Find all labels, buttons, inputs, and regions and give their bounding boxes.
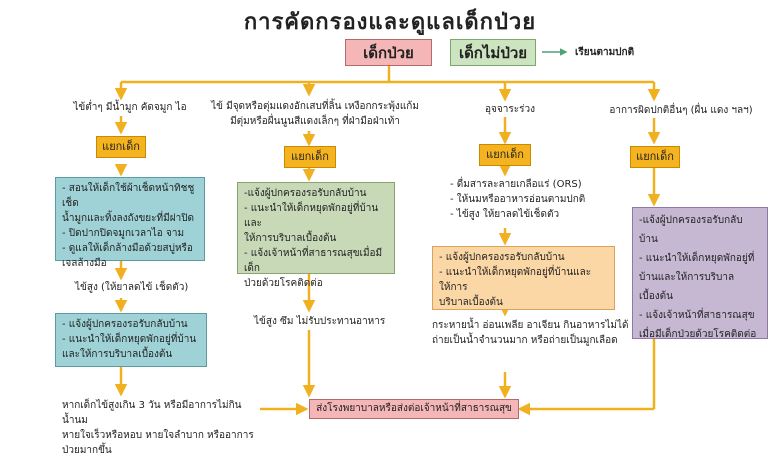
col1-care2-line: - แจ้งผู้ปกครองรอรับกลับบ้าน bbox=[62, 319, 188, 330]
col2-care-line: - แนะนำให้เด็กหยุดพักอยู่ที่บ้านและ bbox=[244, 203, 379, 229]
col2-care-line: ให้การบริบาลเบื้องต้น bbox=[244, 233, 337, 244]
col1-care2-line: - แนะนำให้เด็กหยุดพักอยู่ที่บ้าน bbox=[62, 334, 197, 345]
col1-severe-line: หากเด็กไข้สูงเกิน 3 วัน หรือมีอาการไม่กิ… bbox=[62, 400, 242, 426]
col4-care-line: เบื้องต้น bbox=[639, 291, 673, 302]
col4-care-line: -แจ้งผู้ปกครองรอรับกลับบ้าน bbox=[639, 215, 743, 245]
connector-lines bbox=[114, 48, 661, 416]
col4-separate: แยกเด็ก bbox=[630, 146, 680, 168]
col2-care-box: -แจ้งผู้ปกครองรอรับกลับบ้าน - แนะนำให้เด… bbox=[237, 182, 395, 289]
col3-care2-line: - แนะนำให้เด็กหยุดพักอยู่ที่บ้านและให้กา… bbox=[439, 267, 592, 293]
col1-severe: หากเด็กไข้สูงเกิน 3 วัน หรือมีอาการไม่กิ… bbox=[62, 398, 262, 458]
col1-separate: แยกเด็ก bbox=[96, 136, 146, 158]
not-sick-child-box: เด็กไม่ป่วย bbox=[450, 39, 536, 66]
col4-care-line: บ้านและให้การบริบาล bbox=[639, 272, 735, 283]
col4-care-line: - แนะนำให้เด็กหยุดพักอยู่ที่ bbox=[639, 253, 755, 264]
col3-separate: แยกเด็ก bbox=[479, 144, 531, 166]
col2-care-line: ป่วยด้วยโรคติดต่อ bbox=[244, 278, 323, 289]
col1-care-line: - ปิดปากปิดจมูกเวลาไอ จาม bbox=[62, 228, 185, 239]
col3-care2-box: - แจ้งผู้ปกครองรอรับกลับบ้าน - แนะนำให้เ… bbox=[432, 246, 615, 310]
col2-care-line: - แจ้งเจ้าหน้าที่สาธารณสุขเมื่อมีเด็ก bbox=[244, 248, 383, 274]
col1-care2-line: และให้การบริบาลเบื้องต้น bbox=[62, 349, 173, 360]
col1-fever: ไข้สูง (ให้ยาลดไข้ เช็ดตัว) bbox=[75, 282, 189, 293]
col1-care-line: - ดูแลให้เด็กล้างมือด้วยสบู่หรือ bbox=[62, 243, 193, 254]
col3-severe-line: ถ่ายเป็นน้ำจำนวนมาก หรือถ่ายเป็นมูกเลือด bbox=[432, 335, 618, 346]
col4-care-line: เมื่อมีเด็กป่วยด้วยโรคติดต่อ bbox=[639, 329, 757, 340]
col4-care-line: - แจ้งเจ้าหน้าที่สาธารณสุข bbox=[639, 310, 755, 321]
col3-care-line: - ไข้สูง ให้ยาลดไข้เช็ดตัว bbox=[450, 209, 560, 220]
col1-care-line: น้ำมูกและทิ้งลงถังขยะที่มีฝาปิด bbox=[62, 213, 195, 224]
col3-care2-line: บริบาลเบื้องต้น bbox=[439, 297, 503, 308]
col3-care: - ดื่มสารละลายเกลือแร่ (ORS) - ให้นมหรือ… bbox=[450, 177, 610, 222]
col3-care-line: - ให้นมหรืออาหารอ่อนตามปกติ bbox=[450, 194, 586, 205]
col3-symptom: อุจจาระร่วง bbox=[485, 104, 535, 115]
col4-care-box: -แจ้งผู้ปกครองรอรับกลับบ้าน - แนะนำให้เด… bbox=[632, 207, 768, 340]
col1-care2-box: - แจ้งผู้ปกครองรอรับกลับบ้าน - แนะนำให้เ… bbox=[55, 313, 207, 367]
col1-severe-line: หายใจเร็วหรือหอบ หายใจลำบาก หรืออาการป่ว… bbox=[62, 430, 254, 456]
not-sick-result: เรียนตามปกติ bbox=[575, 47, 635, 58]
col1-care-line: - สอนให้เด็กใช้ผ้าเช็ดหน้าทิชชูเช็ด bbox=[62, 183, 195, 209]
col3-care-line: - ดื่มสารละลายเกลือแร่ (ORS) bbox=[450, 179, 582, 190]
col3-severe-line: กระหายน้ำ อ่อนเพลีย อาเจียน กินอาหารไม่ไ… bbox=[432, 320, 629, 331]
col4-symptom: อาการผิดปกติอื่นๆ (ผื่น แดง ฯลฯ) bbox=[609, 105, 753, 116]
sick-child-box: เด็กป่วย bbox=[345, 39, 432, 66]
col3-care2-line: - แจ้งผู้ปกครองรอรับกลับบ้าน bbox=[439, 252, 565, 263]
col2-symptom-line: มีตุ่มหรือผื่นนูนสีแดงเล็กๆ ที่ฝ่ามือฝ่า… bbox=[230, 116, 400, 127]
col2-symptom: ไข้ มีจุดหรือตุ่มแดงอักเสบที่ลิ้น เหงือก… bbox=[210, 99, 420, 129]
referral-box: ส่งโรงพยาบาลหรือส่งต่อเจ้าหน้าที่สาธารณส… bbox=[309, 399, 519, 419]
col1-care-box: - สอนให้เด็กใช้ผ้าเช็ดหน้าทิชชูเช็ด น้ำม… bbox=[55, 177, 205, 269]
col3-severe: กระหายน้ำ อ่อนเพลีย อาเจียน กินอาหารไม่ไ… bbox=[432, 318, 632, 348]
col2-severe: ไข้สูง ซึม ไม่รับประทานอาหาร bbox=[254, 316, 386, 327]
col1-care-line: เจลล้างมือ bbox=[62, 258, 107, 269]
col2-separate: แยกเด็ก bbox=[284, 146, 336, 168]
col2-symptom-line: ไข้ มีจุดหรือตุ่มแดงอักเสบที่ลิ้น เหงือก… bbox=[211, 101, 419, 112]
page-title: การคัดกรองและดูแลเด็กป่วย bbox=[243, 10, 537, 35]
col2-care-line: -แจ้งผู้ปกครองรอรับกลับบ้าน bbox=[244, 188, 367, 199]
col1-symptom: ไข้ต่ำๆ มีน้ำมูก คัดจมูก ไอ bbox=[73, 102, 187, 113]
